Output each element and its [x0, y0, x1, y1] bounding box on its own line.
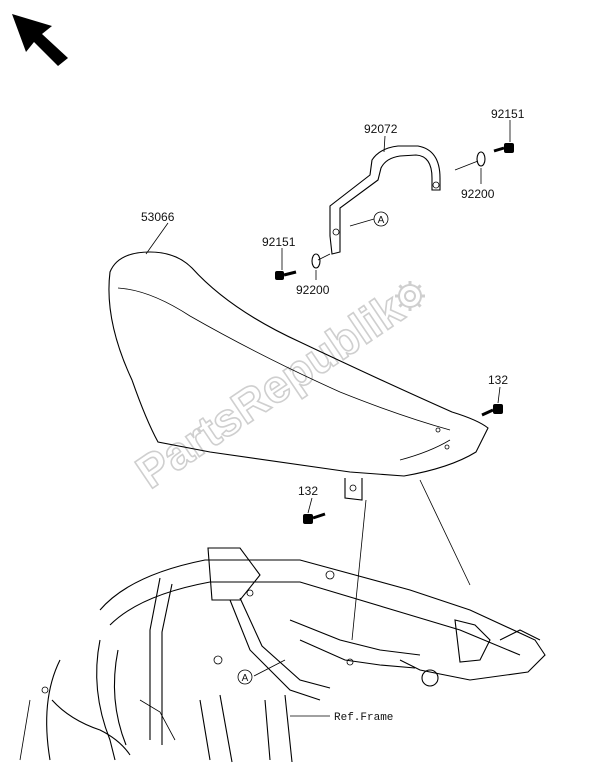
frame: [19, 547, 546, 763]
callout-132-right: 132: [488, 373, 508, 387]
svg-text:A: A: [242, 673, 249, 684]
callout-92072: 92072: [364, 122, 398, 136]
grab-bar: [329, 145, 441, 255]
bolt-top-right: [493, 143, 514, 153]
callout-92151-left: 92151: [262, 235, 296, 249]
callout-92200-top: 92200: [461, 187, 495, 201]
callout-92151-top: 92151: [491, 107, 525, 121]
bolt-left: [275, 270, 297, 280]
washer-left: [311, 253, 331, 269]
marker-a-lower: A: [237, 669, 253, 685]
bolt-right: [481, 404, 503, 417]
callout-92200-left: 92200: [296, 283, 330, 297]
callout-132-lower: 132: [298, 484, 318, 498]
callout-53066: 53066: [141, 210, 175, 224]
watermark-text: PartsRepublik: [127, 282, 413, 498]
callout-ref-frame: Ref.Frame: [334, 712, 393, 724]
watermark: PartsRepublik: [126, 281, 425, 499]
svg-text:A: A: [378, 215, 385, 226]
washer-top-right: [454, 151, 486, 171]
bolt-lower: [303, 512, 326, 524]
gear-icon: [395, 281, 425, 311]
marker-a-upper: A: [373, 211, 389, 227]
arrow-up-left-icon: [12, 14, 68, 66]
seat: [108, 251, 489, 641]
leader-lines: [145, 120, 511, 677]
